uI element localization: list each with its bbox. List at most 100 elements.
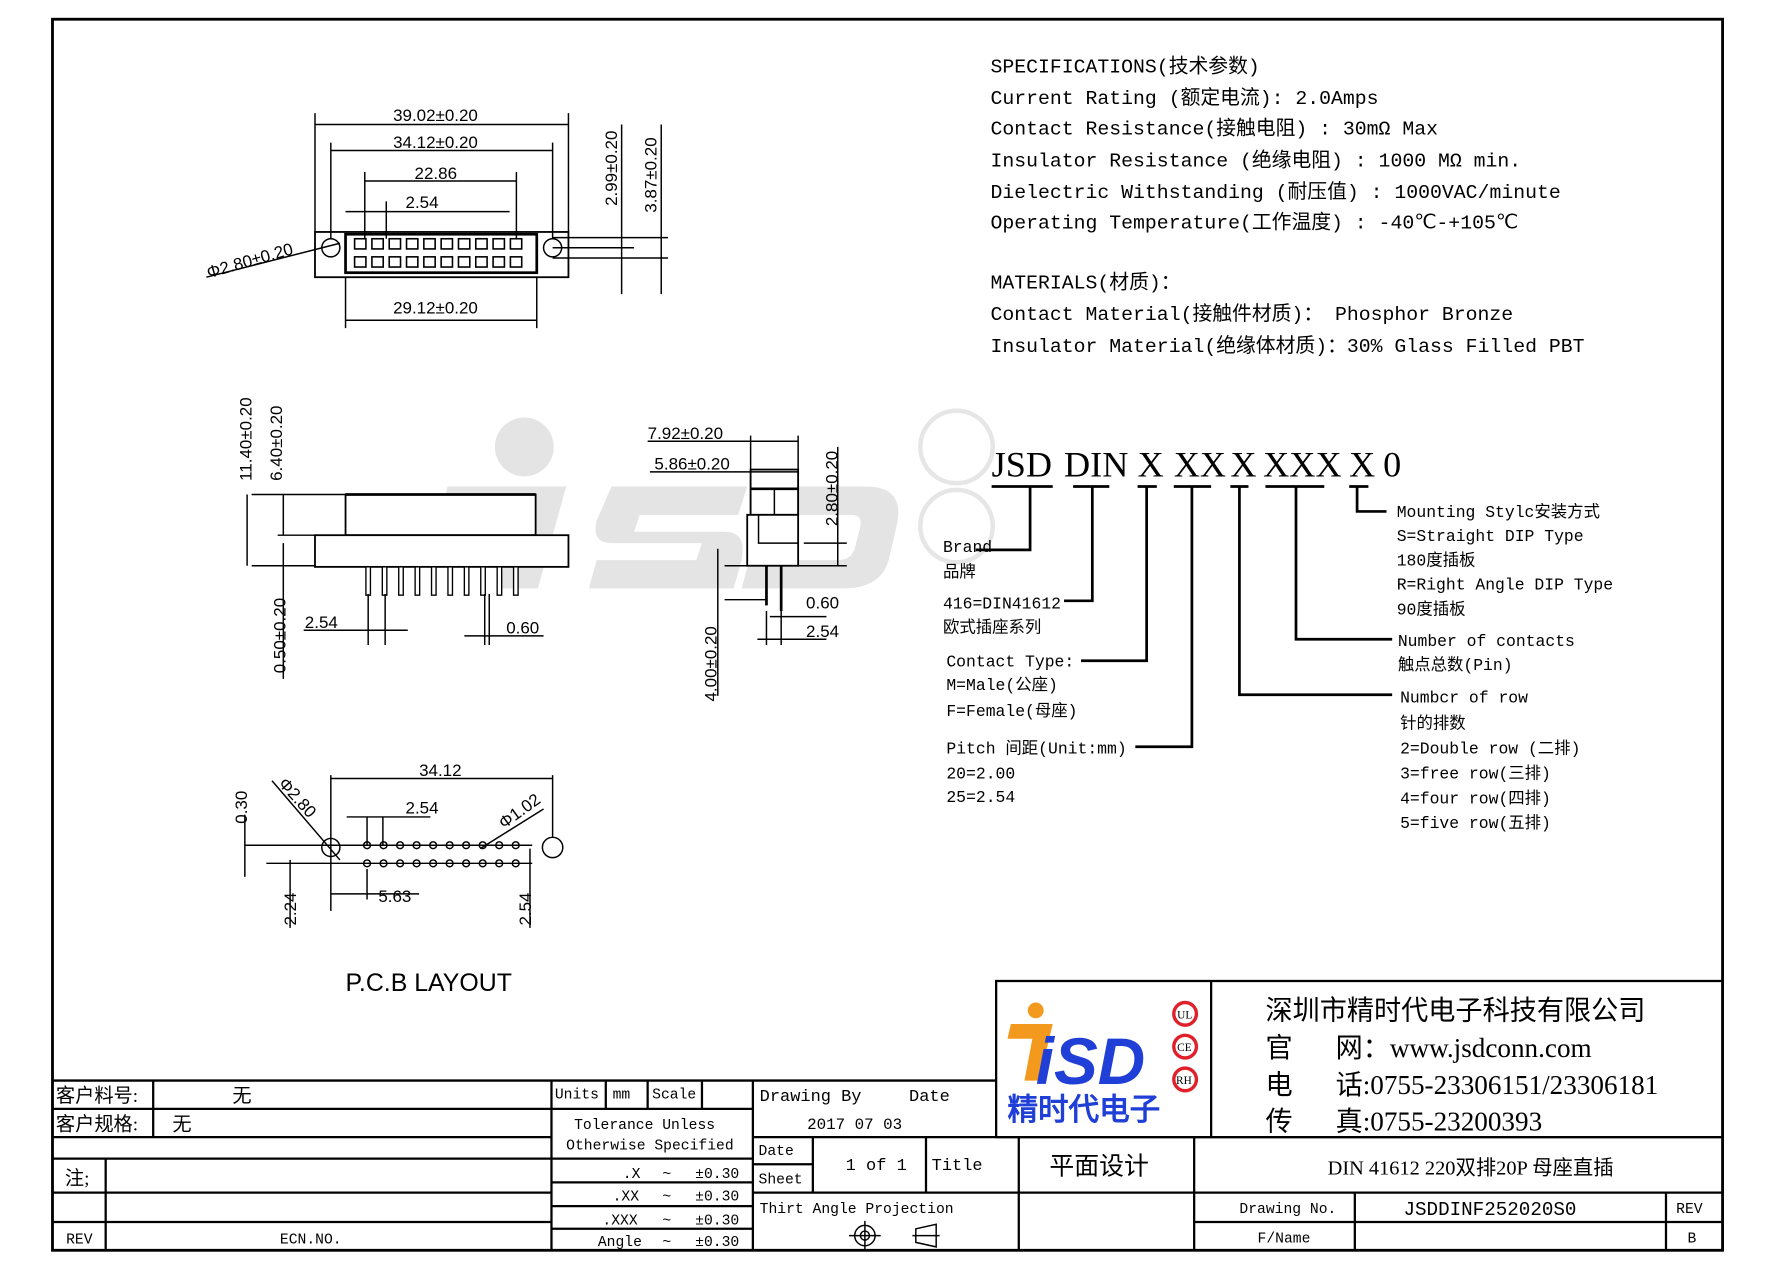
customer-part-label: 客户料号: (56, 1085, 138, 1107)
cert-rh: RH (1176, 1075, 1192, 1087)
logo-orange-mark (1007, 1023, 1053, 1081)
legend-contact-male: M=Male(公座) (946, 676, 1057, 695)
dim-total-height: 11.40±0.20 (237, 397, 256, 481)
code-pitch: XX (1174, 444, 1226, 484)
legend-rows-3: 3=free row(三排) (1400, 764, 1551, 783)
legend-pitch-20: 20=2.00 (946, 764, 1015, 783)
contact-cavity (474, 237, 488, 250)
code-brand: JSD (992, 444, 1052, 484)
contact-cavity (492, 256, 506, 268)
material-line: Contact Material(接触件材质)： Phosphor Bronze (990, 303, 1513, 326)
pin (414, 566, 421, 596)
dim-pcb-pitch: 2.54 (406, 799, 439, 818)
legend-mounting-r: R=Right Angle DIP Type (1397, 576, 1613, 595)
dim-pcb-offset-y: 0.30 (232, 791, 251, 824)
code-rows: X (1230, 444, 1256, 484)
company-fax: 真:0755-23200393 (1336, 1106, 1543, 1136)
legend-rows-5: 5=five row(五排) (1400, 814, 1551, 833)
legend-contact-female: F=Female(母座) (946, 702, 1077, 721)
legend-brand: Brand (943, 538, 992, 557)
contact-cavity (353, 256, 367, 268)
watermark-cert-icons (918, 408, 996, 565)
date-label: Date (909, 1088, 950, 1107)
title-cn: 平面设计 (1049, 1152, 1149, 1180)
legend-brand-cn: 品牌 (943, 563, 976, 582)
pin (463, 566, 470, 596)
contact-cavity (371, 237, 385, 250)
code-mounting: X (1349, 444, 1375, 484)
legend-rows-2: 2=Double row (二排) (1400, 740, 1580, 759)
code-leader-lines (975, 485, 1393, 749)
customer-spec-label: 客户规格: (56, 1113, 138, 1135)
fname-label: F/Name (1258, 1231, 1311, 1247)
drawing-no-label: Drawing No. (1239, 1202, 1336, 1218)
cert-icons (1172, 1000, 1199, 1093)
drawing-border (51, 17, 1724, 1252)
dim-end-pin-width: 0.60 (806, 594, 839, 613)
tolerance-label: .X (623, 1167, 641, 1183)
pin (381, 566, 388, 596)
units-value: mm (613, 1088, 631, 1104)
dim-end-pin-length: 4.00±0.20 (702, 626, 721, 701)
rev-label-2: REV (1676, 1202, 1703, 1218)
rev-value: B (1687, 1231, 1696, 1247)
top-view: 39.02±0.20 34.12±0.20 22.86 2.54 29.12±0… (205, 106, 669, 329)
legend-contact-type: Contact Type: (946, 652, 1074, 671)
note-label: 注; (65, 1168, 90, 1190)
drawing-no-value: JSDDINF252020S0 (1403, 1199, 1576, 1221)
dim-overall-width: 39.02±0.20 (393, 106, 478, 125)
dim-hole-pitch: 34.12±0.20 (393, 133, 478, 152)
contact-cavity (509, 256, 523, 268)
legend-pitch: Pitch 间距(Unit:mm) (946, 740, 1126, 759)
title-block: 客户料号: 无 客户规格: 无 注; 平面设计 DIN 41612 220双排2… (52, 1079, 1723, 1251)
contact-cavity (353, 237, 367, 250)
legend-series-cn: 欧式插座系列 (943, 619, 1041, 638)
specifications-heading: SPECIFICATIONS(技术参数) (990, 55, 1259, 78)
top-view-pins (353, 237, 523, 268)
sheet-value: 1 of 1 (846, 1157, 907, 1176)
dim-pcb-offset: 5.63 (378, 887, 411, 906)
cert-ce: CE (1177, 1042, 1192, 1054)
dim-row-height: 2.99±0.20 (602, 131, 621, 206)
tolerance-value: ±0.30 (695, 1213, 739, 1229)
pin (430, 566, 437, 596)
dim-end-top-width: 5.86±0.20 (654, 455, 729, 474)
code-series: DIN (1064, 444, 1128, 484)
pin (496, 566, 503, 596)
side-view: 11.40±0.20 6.40±0.20 0.50±0.20 2.54 0.60 (237, 397, 570, 679)
date-label-2: Date (759, 1144, 794, 1160)
material-line: Insulator Material(绝缘体材质)：30% Glass Fill… (990, 335, 1584, 358)
legend-mounting: Mounting Stylc安装方式 (1397, 503, 1600, 522)
watermark-logo-s (588, 486, 748, 589)
legend-mounting-90: 90度插板 (1397, 600, 1466, 619)
company-block: iSD 精时代电子 UL CE RH 深圳市精时代电子科技有限公司 官 网：ww… (995, 979, 1724, 1139)
legend-rows-cn: 针的排数 (1400, 715, 1466, 734)
spec-line: Contact Resistance(接触电阻) : 30mΩ Max (990, 118, 1437, 141)
dim-side-pitch: 2.54 (305, 613, 338, 632)
dim-pin-span: 22.86 (415, 164, 457, 183)
dim-pcb-row-pitch: 2.54 (516, 893, 535, 926)
tolerance-label: Angle (598, 1235, 642, 1251)
phone-label: 电 (1265, 1070, 1292, 1100)
title-value: DIN 41612 220双排20P 母座直插 (1328, 1156, 1614, 1179)
dim-height: 3.87±0.20 (642, 137, 661, 212)
rohs-cert-icon (1172, 1066, 1199, 1093)
materials-heading: MATERIALS(材质)： (990, 272, 1180, 295)
units-label: Units (555, 1088, 599, 1104)
dim-end-base-height: 2.80±0.20 (823, 451, 842, 526)
ul-cert-icon (1172, 1000, 1199, 1027)
spec-line: Dielectric Withstanding (耐压值) : 1000VAC/… (990, 181, 1560, 204)
dim-pcb-hole-pitch: 34.12 (419, 761, 461, 780)
dim-pin-pitch: 2.54 (406, 193, 439, 212)
pin (447, 566, 454, 596)
tolerance-value: ±0.30 (695, 1167, 739, 1183)
logo-dot (1027, 1002, 1044, 1019)
cert-ul: UL (1177, 1009, 1192, 1021)
dim-pcb-mount-offset: 2.24 (281, 893, 300, 926)
code-contacts: XXX (1263, 444, 1341, 484)
tolerance-value: ±0.30 (695, 1190, 739, 1206)
dim-body-height: 6.40±0.20 (267, 406, 286, 481)
code-legend: Brand 品牌 416=DIN41612 欧式插座系列 Contact Typ… (943, 503, 1613, 833)
customer-spec-value: 无 (172, 1114, 191, 1135)
